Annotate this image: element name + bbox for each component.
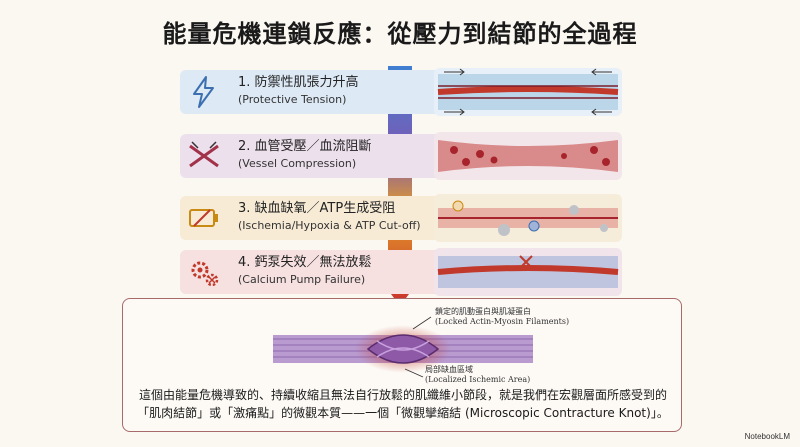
summary-panel: 鎖定的肌動蛋白與肌凝蛋白 (Locked Actin-Myosin Filame… bbox=[122, 298, 682, 432]
annotation-bottom-en: (Localized Ischemic Area) bbox=[425, 375, 531, 384]
step-1-subtitle: (Protective Tension) bbox=[238, 93, 347, 106]
step-1-title: 1. 防禦性肌張力升高 bbox=[238, 75, 359, 90]
caption-line-1: 這個由能量危機導致的、持續收縮且無法自行放鬆的肌纖維小節段，就是我們在宏觀層面所… bbox=[138, 388, 667, 402]
step-2-title: 2. 血管受壓／血流阻斷 bbox=[238, 139, 372, 154]
annotation-top-en: (Locked Actin-Myosin Filaments) bbox=[435, 317, 570, 326]
step-4-subtitle: (Calcium Pump Failure) bbox=[238, 273, 366, 286]
hypoxic-fiber-illustration bbox=[434, 194, 622, 242]
lightning-icon bbox=[193, 76, 214, 108]
flow-arrow bbox=[370, 66, 430, 306]
step-3-subtitle: (Ischemia/Hypoxia & ATP Cut-off) bbox=[238, 219, 421, 232]
contracture-knot-illustration bbox=[273, 316, 533, 378]
pump-failure-illustration bbox=[434, 248, 622, 296]
step-calcium-pump-failure: 4. 鈣泵失效／無法放鬆 (Calcium Pump Failure) bbox=[180, 248, 622, 296]
step-protective-tension: 1. 防禦性肌張力升高 (Protective Tension) bbox=[180, 68, 622, 116]
summary-caption: 這個由能量危機導致的、持續收縮且無法自行放鬆的肌纖維小節段，就是我們在宏觀層面所… bbox=[133, 386, 673, 422]
tense-fiber-illustration bbox=[434, 68, 622, 116]
step-4-title: 4. 鈣泵失效／無法放鬆 bbox=[238, 255, 372, 270]
compressed-vessel-illustration bbox=[434, 132, 622, 180]
annotation-bottom-zh: 局部缺血區域 bbox=[425, 365, 473, 374]
step-vessel-compression: 2. 血管受壓／血流阻斷 (Vessel Compression) bbox=[180, 132, 622, 180]
annotation-top-zh: 鎖定的肌動蛋白與肌凝蛋白 bbox=[435, 307, 531, 316]
empty-battery-icon bbox=[189, 209, 218, 227]
brand-watermark: NotebookLM bbox=[744, 432, 790, 441]
step-ischemia-hypoxia: 3. 缺血缺氧／ATP生成受阻 (Ischemia/Hypoxia & ATP … bbox=[180, 194, 622, 242]
step-3-title: 3. 缺血缺氧／ATP生成受阻 bbox=[238, 201, 396, 216]
step-2-subtitle: (Vessel Compression) bbox=[238, 157, 357, 170]
compressed-vessel-icon bbox=[189, 141, 219, 168]
gears-icon bbox=[191, 261, 219, 287]
page-title: 能量危機連鎖反應：從壓力到結節的全過程 bbox=[162, 20, 638, 48]
caption-line-2: 「肌肉結節」或「激痛點」的微觀本質——一個「微觀攣縮結 (Microscopic… bbox=[137, 406, 669, 420]
